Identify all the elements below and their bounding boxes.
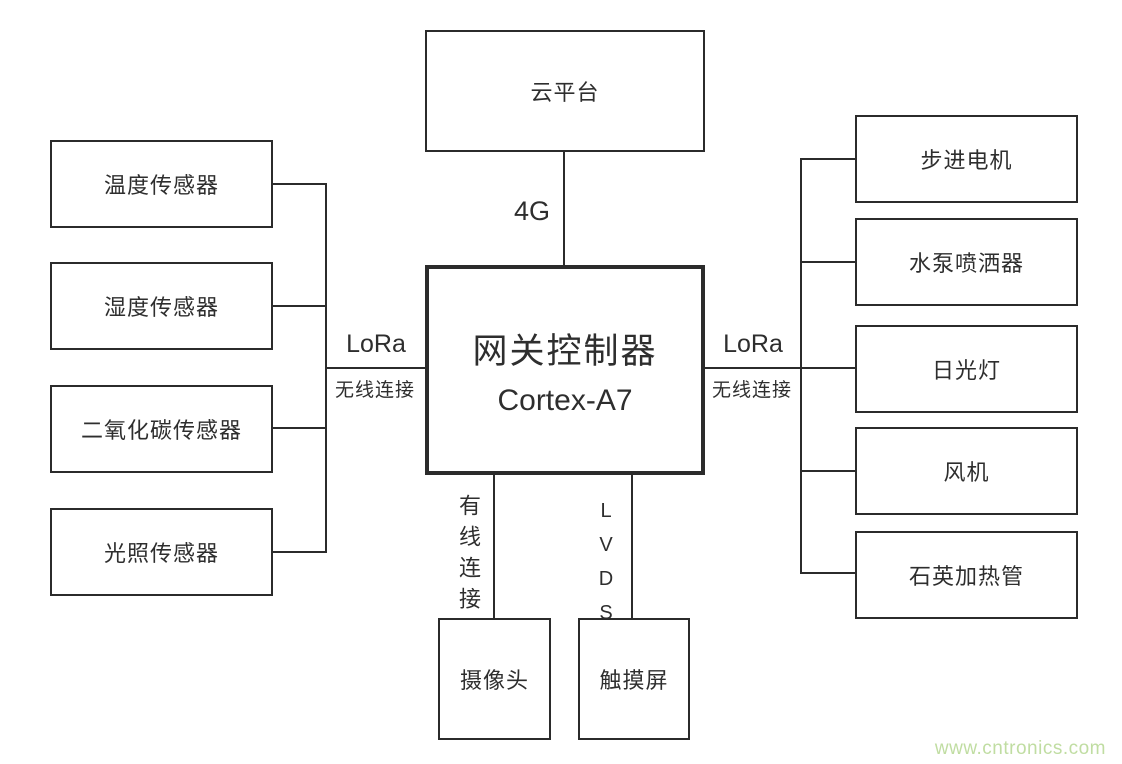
- connector-cloud-gateway: [563, 152, 565, 265]
- node-temperature-sensor-label: 温度传感器: [103, 173, 219, 198]
- node-quartz-heater: 石英加热管: [855, 531, 1078, 619]
- stub-humidity-sensor: [273, 305, 327, 307]
- node-light-sensor: 光照传感器: [50, 508, 273, 596]
- bus-right-vertical: [800, 158, 802, 574]
- node-humidity-sensor-label: 湿度传感器: [103, 295, 219, 320]
- connector-gateway-camera: [493, 475, 495, 618]
- stub-fan: [802, 470, 855, 472]
- node-fluorescent-lamp-label: 日光灯: [931, 358, 1001, 383]
- link-label-lvds: LVDS: [595, 500, 617, 636]
- node-fluorescent-lamp: 日光灯: [855, 325, 1078, 413]
- link-label-4g: 4G: [513, 196, 550, 226]
- link-label-wired: 有线连接: [456, 494, 481, 618]
- node-gateway-controller: 网关控制器 Cortex-A7: [425, 265, 705, 475]
- node-camera-label: 摄像头: [459, 668, 529, 693]
- node-cloud-platform-label: 云平台: [530, 80, 600, 105]
- stub-co2-sensor: [273, 427, 327, 429]
- node-co2-sensor: 二氧化碳传感器: [50, 385, 273, 473]
- connector-left-gateway: [325, 367, 425, 369]
- watermark: www.cntronics.com: [934, 738, 1106, 759]
- node-water-pump-sprayer: 水泵喷洒器: [855, 218, 1078, 306]
- connector-right-gateway: [705, 367, 802, 369]
- stub-light-sensor: [273, 551, 327, 553]
- node-humidity-sensor: 湿度传感器: [50, 262, 273, 350]
- node-touchscreen: 触摸屏: [578, 618, 690, 740]
- link-label-right-wireless: 无线连接: [711, 380, 792, 401]
- node-gateway-subtitle: Cortex-A7: [497, 383, 633, 417]
- node-cloud-platform: 云平台: [425, 30, 705, 152]
- node-stepper-motor-label: 步进电机: [920, 148, 1013, 173]
- node-co2-sensor-label: 二氧化碳传感器: [80, 418, 242, 443]
- node-stepper-motor: 步进电机: [855, 115, 1078, 203]
- link-label-left-wireless: 无线连接: [334, 380, 415, 401]
- stub-stepper-motor: [802, 158, 855, 160]
- node-light-sensor-label: 光照传感器: [103, 541, 219, 566]
- stub-temperature-sensor: [273, 183, 327, 185]
- stub-fluorescent-lamp: [802, 367, 855, 369]
- node-touchscreen-label: 触摸屏: [599, 668, 669, 693]
- stub-water-pump: [802, 261, 855, 263]
- node-fan: 风机: [855, 427, 1078, 515]
- node-camera: 摄像头: [438, 618, 551, 740]
- stub-quartz-heater: [802, 572, 855, 574]
- node-quartz-heater-label: 石英加热管: [908, 564, 1024, 589]
- node-temperature-sensor: 温度传感器: [50, 140, 273, 228]
- node-gateway-title: 网关控制器: [472, 331, 658, 371]
- connector-gateway-touchscreen: [631, 475, 633, 618]
- node-water-pump-sprayer-label: 水泵喷洒器: [908, 251, 1024, 276]
- link-label-right-lora: LoRa: [723, 330, 783, 358]
- link-label-left-lora: LoRa: [346, 330, 406, 358]
- node-fan-label: 风机: [943, 460, 990, 485]
